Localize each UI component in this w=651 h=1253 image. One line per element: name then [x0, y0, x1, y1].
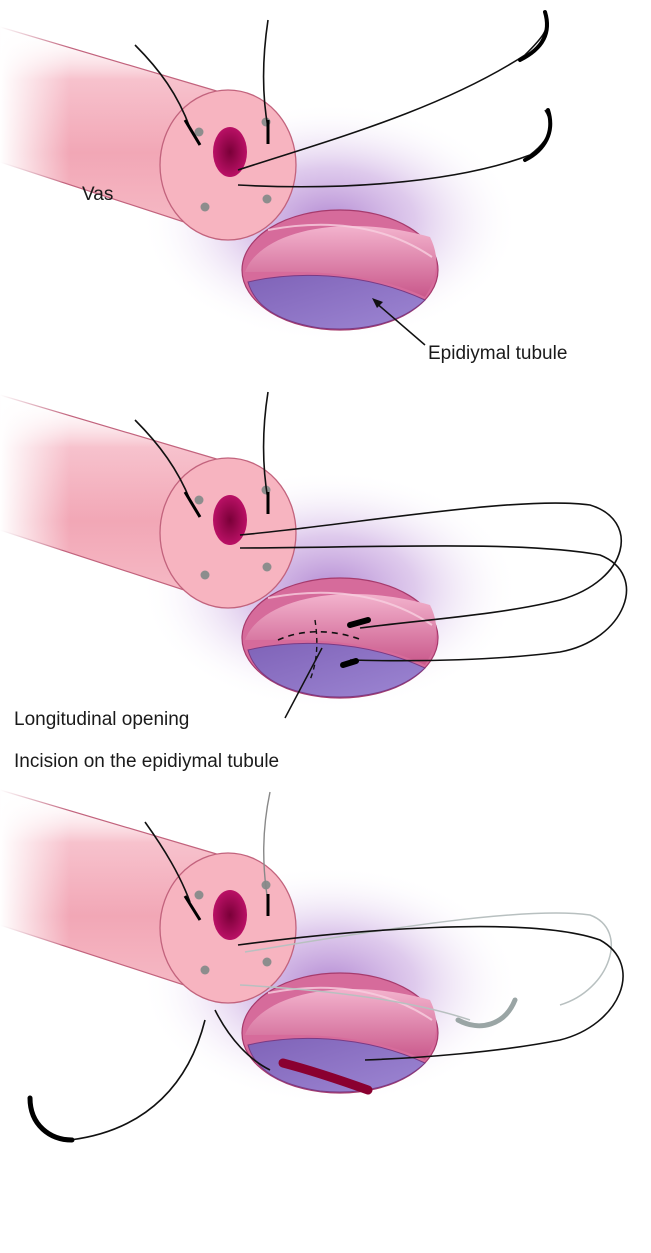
panel-top: Vas Epidiymal tubule: [0, 12, 567, 364]
needle-icon: [343, 661, 356, 665]
vas-label: Vas: [82, 184, 113, 205]
panel-middle: Longitudinal opening Incision on the epi…: [0, 380, 626, 772]
panel-bottom: [0, 775, 623, 1140]
needle-icon: [525, 110, 550, 160]
opening-label-line1: Longitudinal opening: [14, 709, 189, 730]
opening-label-line2: Incision on the epidiymal tubule: [14, 751, 279, 772]
tubule-label: Epidiymal tubule: [428, 343, 567, 364]
needle-icon: [30, 1098, 72, 1140]
needle-icon: [520, 12, 547, 60]
